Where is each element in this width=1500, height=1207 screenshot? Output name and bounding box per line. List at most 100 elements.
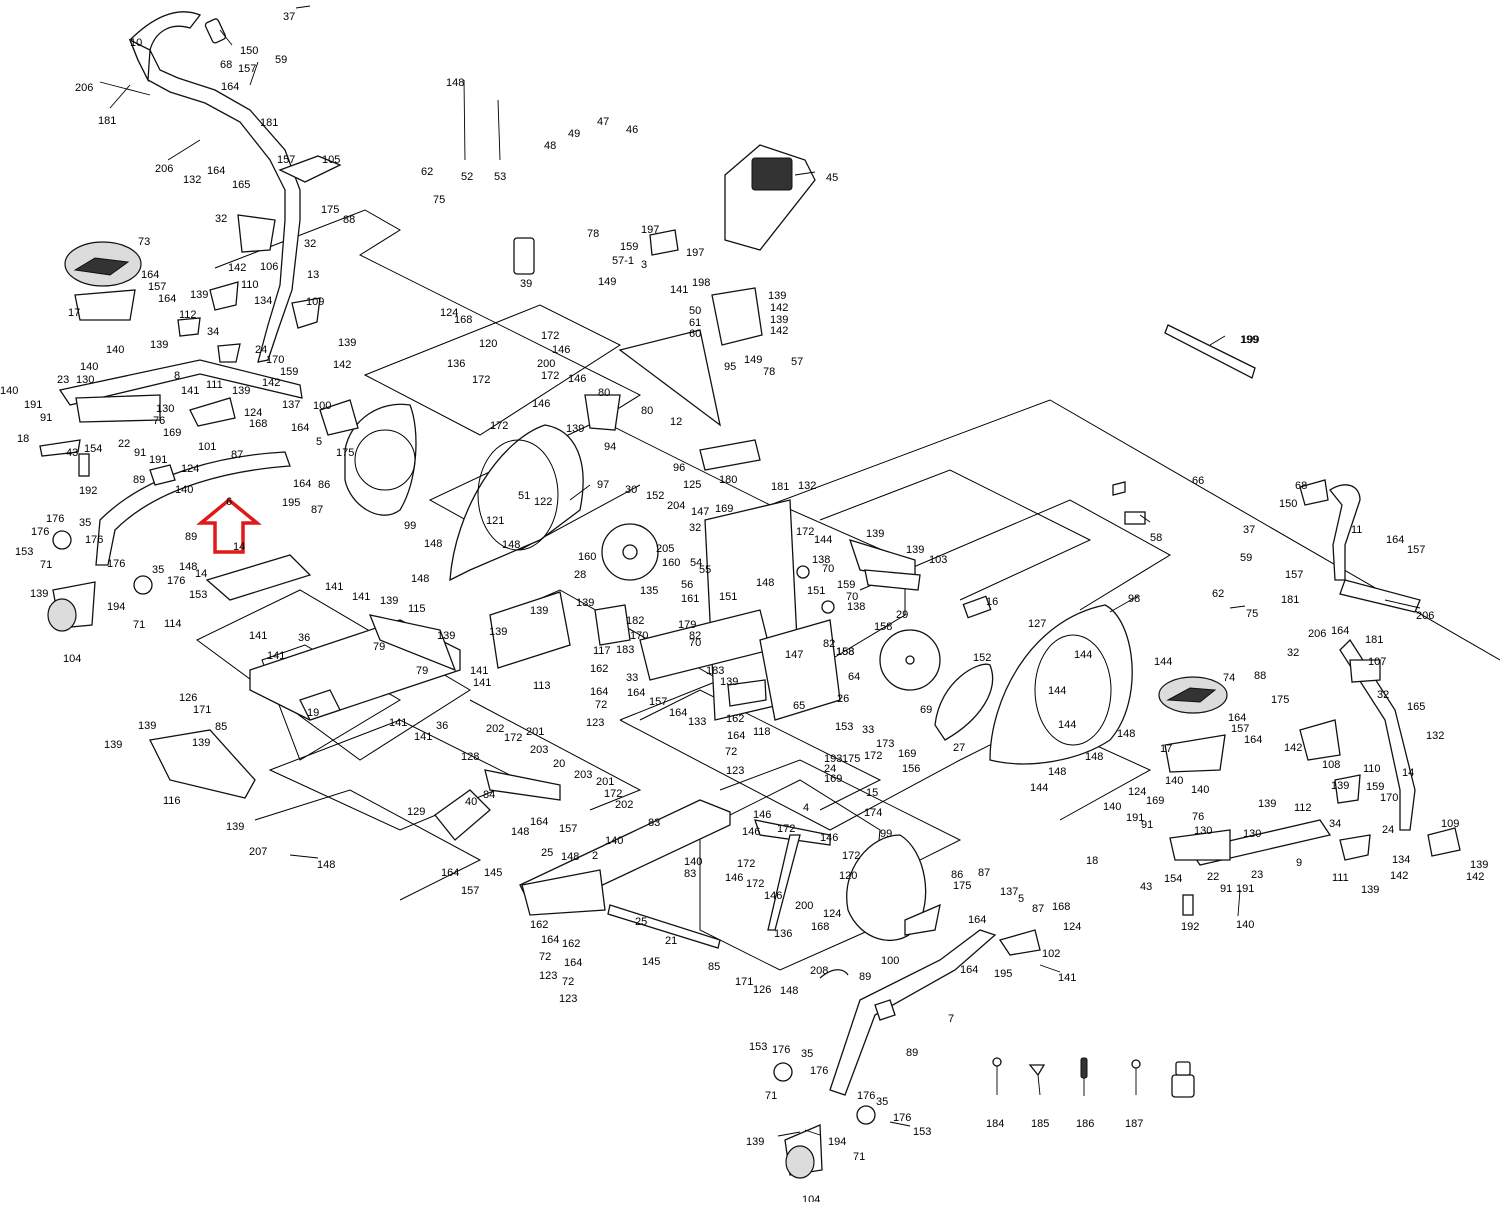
part-number-label: 139 [770,314,788,326]
bottom-rail [434,769,997,1179]
part-number-label: 51 [518,490,530,502]
part-number-label: 20 [553,758,565,770]
right-handlebar-assembly [1112,479,1461,916]
part-number-label: 139 [30,588,48,600]
part-number-label: 34 [207,326,219,338]
part-number-label: 139 [530,605,548,617]
part-number-label: 14 [195,568,207,580]
part-number-label: 151 [807,585,825,597]
part-number-label: 43 [66,447,78,459]
part-number-label: 157 [1285,569,1303,581]
part-number-label: 171 [193,704,211,716]
part-number-label: 32 [1287,647,1299,659]
part-number-label: 139 [866,528,884,540]
part-number-label: 87 [231,449,243,461]
part-number-label: 191 [149,454,167,466]
part-number-label: 200 [795,900,813,912]
part-number-label: 181 [1281,594,1299,606]
part-number-label: 126 [179,692,197,704]
tools [992,1057,1195,1098]
part-number-label: 95 [724,361,736,373]
part-number-label: 164 [441,867,459,879]
part-number-label: 144 [814,534,832,546]
part-number-label: 148 [511,826,529,838]
part-number-label: 48 [544,140,556,152]
part-number-label: 40 [465,796,477,808]
part-number-label: 194 [107,601,125,613]
screwdriver-icon [1080,1057,1088,1096]
part-number-label: 157 [238,63,256,75]
part-number-label: 35 [79,517,91,529]
part-number-label: 124 [1063,921,1081,933]
part-number-label: 174 [864,807,882,819]
part-number-label: 160 [578,551,596,563]
part-number-label: 165 [1407,701,1425,713]
part-number-label: 181 [1365,634,1383,646]
part-number-label: 78 [763,366,775,378]
part-number-label: 139 [566,423,584,435]
part-number-label: 55 [699,564,711,576]
part-number-label: 152 [646,490,664,502]
part-number-label: 36 [298,632,310,644]
part-number-label: 120 [839,870,857,882]
part-number-label: 32 [1377,689,1389,701]
part-number-label: 136 [447,358,465,370]
part-number-label: 129 [407,806,425,818]
part-number-label: 169 [1146,795,1164,807]
part-number-label: 164 [669,707,687,719]
part-number-label: 124 [823,908,841,920]
part-number-label: 26 [837,693,849,705]
part-number-label: 4 [803,802,809,814]
part-number-label: 172 [604,788,622,800]
part-number-label: 18 [1086,855,1098,867]
part-number-label: 5 [316,436,322,448]
part-number-label: 206 [1416,610,1434,622]
part-number-label: 114 [164,618,182,630]
part-number-label: 130 [76,374,94,386]
part-number-label: 11 [1351,524,1362,536]
part-number-label: 123 [539,970,557,982]
part-number-label: 162 [562,938,580,950]
part-number-label: 153 [189,589,207,601]
part-number-label: 62 [1212,588,1224,600]
part-number-label: 24 [255,344,267,356]
part-number-label: 59 [1240,552,1252,564]
part-number-label: 154 [1164,873,1182,885]
part-number-label: 110 [1363,763,1381,775]
part-number-label: 139 [150,339,168,351]
part-number-label: 39 [520,278,532,290]
part-number-label: 141 [473,677,491,689]
part-number-label: 111 [1332,872,1349,884]
part-number-label: 23 [57,374,69,386]
part-number-label: 164 [590,686,608,698]
part-number-label: 159 [280,366,298,378]
part-number-label: 149 [744,354,762,366]
part-number-label: 139 [906,544,924,556]
part-number-label: 153 [15,546,33,558]
part-number-label: 135 [640,585,658,597]
part-number-label: 185 [1031,1118,1049,1130]
part-number-label: 157 [1231,723,1249,735]
part-number-label: 157 [1407,544,1425,556]
part-number-label: 125 [683,479,701,491]
part-number-label: 120 [479,338,497,350]
part-number-label: 148 [780,985,798,997]
part-number-label: 183 [706,665,724,677]
part-number-label: 71 [40,559,52,571]
part-number-label: 124 [440,307,458,319]
part-number-label: 175 [953,880,971,892]
part-number-label: 124 [244,407,262,419]
part-number-label: 176 [857,1090,875,1102]
part-number-label: 54 [690,557,702,569]
part-number-label: 35 [152,564,164,576]
part-number-label: 148 [561,851,579,863]
part-number-label: 57 [791,356,803,368]
part-number-label: 142 [770,302,788,314]
part-number-label: 132 [798,480,816,492]
part-number-label: 33 [626,672,638,684]
part-number-label: 132 [1426,730,1444,742]
part-number-label: 164 [221,81,239,93]
part-number-label: 72 [539,951,551,963]
part-number-label: 107 [1368,656,1386,668]
